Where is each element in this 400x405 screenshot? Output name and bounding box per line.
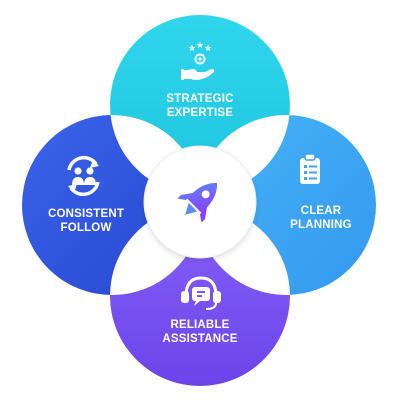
star-icon: ★ — [204, 44, 212, 54]
clipboard-checklist-icon — [300, 153, 320, 184]
label-line: EXPERTISE — [166, 107, 234, 119]
star-icon: ★ — [196, 41, 204, 51]
label-line: RELIABLE — [170, 319, 230, 331]
label-line: STRATEGIC — [166, 93, 234, 105]
label-line: FOLLOW — [60, 222, 112, 234]
headset-support-icon — [181, 276, 221, 310]
label-reliable-assistance: RELIABLE ASSISTANCE — [135, 318, 265, 346]
label-clear-planning: CLEAR PLANNING — [256, 204, 386, 232]
overlap-lenses — [110, 115, 290, 295]
label-line: ASSISTANCE — [162, 333, 238, 345]
star-icon: ★ — [188, 44, 196, 54]
label-line: CLEAR — [300, 205, 342, 217]
rocket-icon — [177, 183, 217, 223]
label-line: CONSISTENT — [47, 208, 125, 220]
people-cycle-icon — [67, 155, 100, 197]
label-consistent-follow: CONSISTENT FOLLOW — [21, 207, 151, 235]
expertise-hand-stars-icon: ★ ★ ★ — [181, 41, 215, 80]
label-strategic-expertise: STRATEGIC EXPERTISE — [135, 92, 265, 120]
overlap-bottom-left — [110, 206, 202, 295]
overlap-top-right — [196, 115, 290, 195]
label-line: PLANNING — [290, 219, 352, 231]
overlap-top-left — [110, 115, 202, 195]
center-hub-ring — [143, 145, 257, 259]
overlap-bottom-right — [196, 206, 290, 295]
